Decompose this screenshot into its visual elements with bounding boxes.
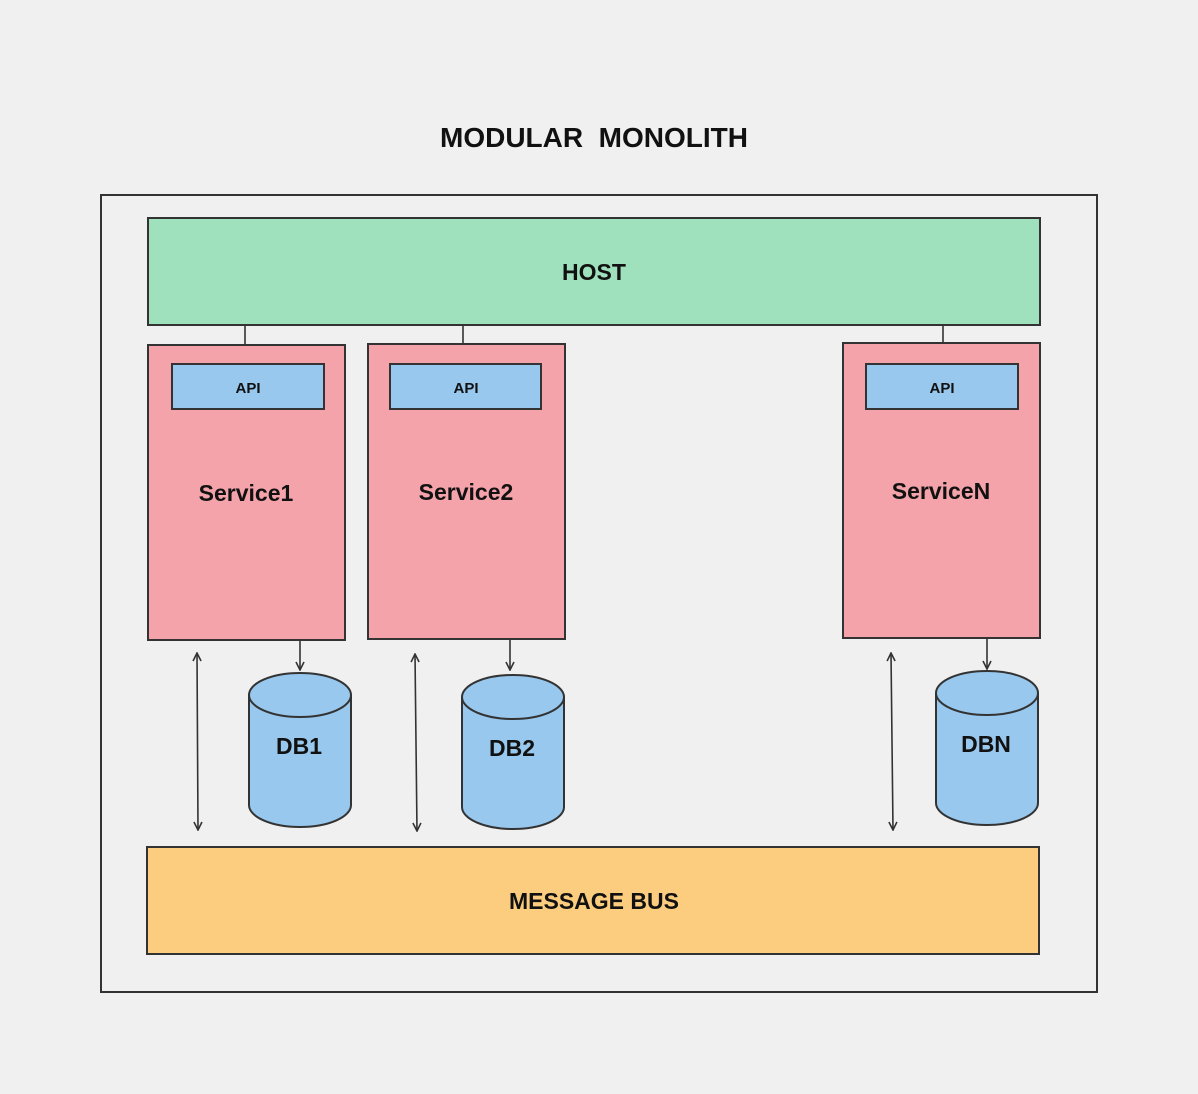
- db2-body: [461, 697, 565, 830]
- serviceN-label: ServiceN: [892, 478, 990, 504]
- serviceN-module[interactable]: API ServiceN: [842, 342, 1041, 639]
- service2-api-label: API: [453, 380, 478, 397]
- service2-module[interactable]: API Service2: [367, 343, 566, 640]
- service1-api-box: [171, 363, 325, 410]
- host-label: HOST: [562, 259, 626, 285]
- service2-label: Service2: [419, 479, 514, 505]
- host-block[interactable]: HOST: [147, 217, 1041, 326]
- message-bus-label: MESSAGE BUS: [509, 888, 679, 914]
- message-bus-box: [146, 846, 1040, 955]
- db1-cylinder[interactable]: DB1: [248, 672, 352, 828]
- dbN-body: [935, 693, 1039, 826]
- dbN-cylinder[interactable]: DBN: [935, 670, 1039, 826]
- dbN-top: [935, 670, 1039, 716]
- dbN-label: DBN: [961, 731, 1011, 757]
- serviceN-bus-arrow: [891, 653, 893, 830]
- db1-body: [248, 695, 352, 828]
- db2-top: [461, 674, 565, 720]
- db2-label: DB2: [489, 735, 535, 761]
- service1-label: Service1: [199, 480, 294, 506]
- db2-cylinder[interactable]: DB2: [461, 674, 565, 830]
- service2-api-box: [389, 363, 542, 410]
- host-box: [147, 217, 1041, 326]
- db1-top: [248, 672, 352, 718]
- message-bus-block[interactable]: MESSAGE BUS: [146, 846, 1040, 955]
- serviceN-api-box: [865, 363, 1019, 410]
- db1-label: DB1: [276, 733, 322, 759]
- service1-bus-arrow: [197, 653, 198, 830]
- diagram-title: MODULAR MONOLITH: [440, 122, 748, 153]
- service2-bus-arrow: [415, 654, 417, 831]
- serviceN-api-label: API: [929, 380, 954, 397]
- monolith-container: [100, 194, 1098, 993]
- service1-module[interactable]: API Service1: [147, 344, 346, 641]
- service1-api-label: API: [235, 380, 260, 397]
